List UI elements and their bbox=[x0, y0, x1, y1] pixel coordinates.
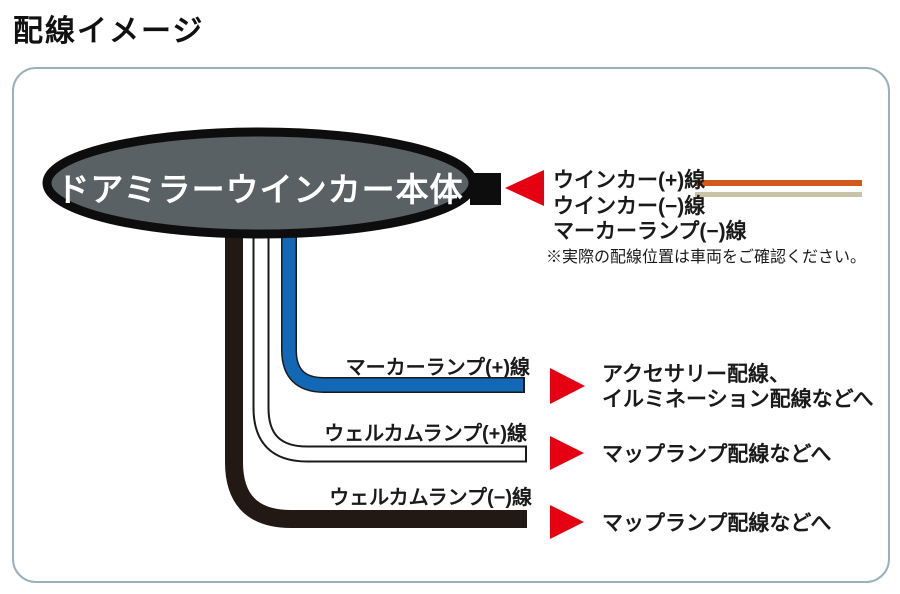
destination-line: マップランプ配線などへ bbox=[602, 443, 832, 466]
welcome-lamp-plus-wire bbox=[254, 220, 525, 461]
device-label: ドアミラーウインカー本体 bbox=[56, 171, 464, 208]
branch-destination: マップランプ配線などへ bbox=[602, 511, 831, 536]
marker-minus-label: マーカーランプ(−)線 bbox=[553, 220, 747, 243]
winker-minus-label: ウインカー(−)線 bbox=[553, 195, 706, 218]
arrow-left-icon bbox=[505, 170, 544, 206]
arrow-right-icon bbox=[550, 368, 585, 404]
destination-line: マップランプ配線などへ bbox=[602, 512, 832, 535]
marker-lamp-plus-wire bbox=[282, 220, 523, 392]
wiring-note: ※実際の配線位置は車両をご確認ください。 bbox=[546, 249, 867, 266]
winker-plus-wire-sample bbox=[695, 180, 862, 186]
winker-minus-wire-sample bbox=[695, 192, 862, 197]
marker-plus-wire-label: マーカーランプ(+)線 bbox=[345, 357, 530, 379]
device-body-ellipse bbox=[42, 127, 478, 239]
arrow-right-icon bbox=[550, 436, 584, 470]
arrow-right-icon bbox=[550, 505, 584, 539]
branch-destination: アクセサリー配線、 イルミネーション配線などへ bbox=[602, 362, 874, 412]
winker-plus-label: ウインカー(+)線 bbox=[553, 169, 706, 192]
branch-destination: マップランプ配線などへ bbox=[602, 442, 831, 467]
destination-line: イルミネーション配線などへ bbox=[602, 388, 874, 411]
destination-line: アクセサリー配線、 bbox=[602, 363, 790, 386]
page-title: 配線イメージ bbox=[13, 15, 205, 48]
welcome-minus-wire-label: ウェルカムランプ(−)線 bbox=[329, 487, 532, 509]
welcome-lamp-minus-wire bbox=[225, 220, 527, 528]
welcome-plus-wire-label: ウェルカムランプ(+)線 bbox=[324, 423, 527, 445]
